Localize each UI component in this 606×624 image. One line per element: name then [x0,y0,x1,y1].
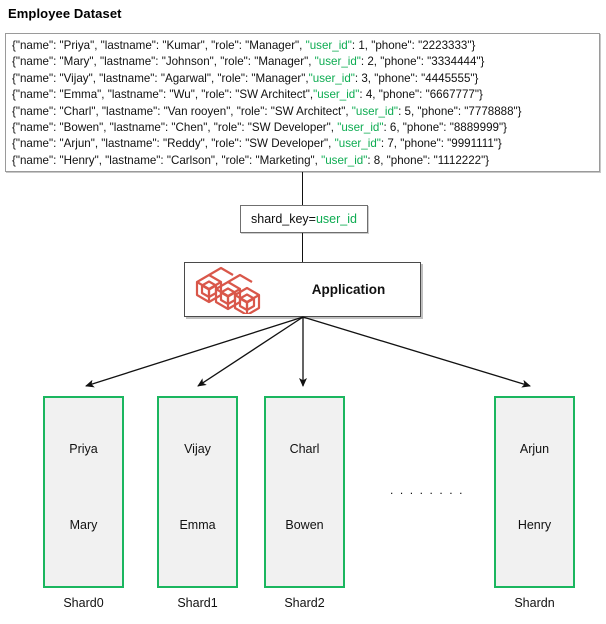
record-shard-key: "user_id" [305,39,352,52]
shard-record-name: Mary [69,518,98,532]
shard-record-name: Priya [69,442,98,456]
record-suffix: : 1, "phone": "2223333"} [351,39,476,52]
record-prefix: {"name": "Arjun", "lastname": "Reddy", "… [12,137,335,151]
record-suffix: : 4, "phone": "6667777"} [359,88,483,102]
shard-box-0: Priya Mary [43,396,124,588]
record-prefix: {"name": "Priya", "lastname": "Kumar", "… [12,39,306,52]
shard-record-name: Vijay [184,442,211,456]
record-shard-key: "user_id" [313,88,360,102]
shard-label-0: Shard0 [63,596,104,610]
shard-box-2: Charl Bowen [264,396,345,588]
arrow-to-shard1 [197,316,304,387]
shards-ellipsis: . . . . . . . . [390,483,465,497]
record-prefix: {"name": "Henry", "lastname": "Carlson",… [12,153,322,167]
dataset-box: {"name": "Priya", "lastname": "Kumar", "… [5,33,600,172]
cubes-icon [195,266,261,314]
dataset-record: {"name": "Vijay", "lastname": "Agarwal",… [12,71,599,87]
record-suffix: : 5, "phone": "7778888"} [398,104,522,118]
record-shard-key: "user_id" [308,71,355,85]
record-prefix: {"name": "Charl", "lastname": "Van rooye… [12,104,352,118]
record-prefix: {"name": "Emma", "lastname": "Wu", "role… [12,88,314,102]
dataset-record: {"name": "Priya", "lastname": "Kumar", "… [12,38,599,54]
dataset-record: {"name": "Emma", "lastname": "Wu", "role… [12,87,599,103]
shard-record-name: Charl [289,442,320,456]
dataset-record: {"name": "Charl", "lastname": "Van rooye… [12,104,599,120]
dataset-record: {"name": "Henry", "lastname": "Carlson",… [12,153,599,169]
connector-dataset-to-shardkey [302,172,303,205]
record-shard-key: "user_id" [351,104,399,118]
record-suffix: : 3, "phone": "4445555"} [354,71,479,85]
shard-key-value: user_id [315,212,357,226]
record-suffix: : 7, "phone": "9991111"} [380,137,502,151]
dataset-record: {"name": "Bowen", "lastname": "Chen", "r… [12,120,599,136]
record-shard-key: "user_id" [321,153,368,167]
record-prefix: {"name": "Vijay", "lastname": "Agarwal",… [12,71,309,85]
application-label: Application [311,282,386,297]
shard-record-name: Bowen [285,518,324,532]
page-title: Employee Dataset [8,6,122,21]
arrow-to-shardn [302,316,531,388]
application-box: Application [184,262,421,317]
dataset-record: {"name": "Mary", "lastname": "Johnson", … [12,54,599,70]
arrow-to-shard0 [85,316,304,388]
record-shard-key: "user_id" [314,55,361,69]
shard-box-1: Vijay Emma [157,396,238,588]
record-suffix: : 6, "phone": "8889999"} [383,121,507,135]
record-prefix: {"name": "Mary", "lastname": "Johnson", … [12,55,315,69]
shard-label-2: Shard2 [284,596,325,610]
record-shard-key: "user_id" [337,121,384,135]
shard-record-name: Emma [179,518,216,532]
shard-record-name: Henry [517,518,552,532]
fanout-arrows [85,316,531,388]
shard-box-n: Arjun Henry [494,396,575,588]
dataset-record: {"name": "Arjun", "lastname": "Reddy", "… [12,136,599,152]
connector-shardkey-to-application [302,233,303,262]
shard-key-label: shard_key= [251,212,316,226]
shard-key-box: shard_key=user_id [240,205,368,233]
shard-label-n: Shardn [514,596,555,610]
shard-record-name: Arjun [519,442,550,456]
shard-label-1: Shard1 [177,596,218,610]
record-suffix: : 2, "phone": "3334444"} [360,55,485,69]
record-prefix: {"name": "Bowen", "lastname": "Chen", "r… [12,121,338,135]
record-suffix: : 8, "phone": "1112222"} [367,153,490,167]
record-shard-key: "user_id" [334,137,381,151]
